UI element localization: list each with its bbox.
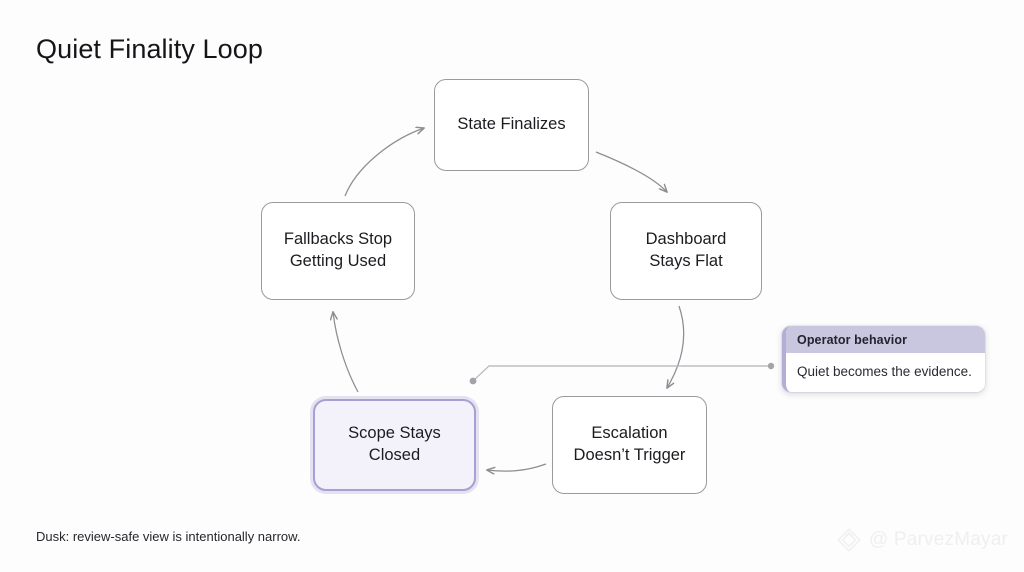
callout-header: Operator behavior	[786, 326, 985, 353]
node-state-finalizes[interactable]: State Finalizes	[434, 79, 589, 171]
callout-body: Quiet becomes the evidence.	[786, 353, 985, 392]
edge-dashboard-to-escalation	[667, 305, 685, 388]
page-title: Quiet Finality Loop	[36, 34, 264, 64]
node-scope-stays-closed[interactable]: Scope Stays Closed	[313, 399, 476, 491]
node-escalation-doesnt-trigger[interactable]: Escalation Doesn’t Trigger	[552, 396, 707, 494]
edge-escalation-to-scope	[487, 463, 547, 471]
watermark: @ ParvezMayar	[836, 527, 1008, 553]
footer-caption: Dusk: review-safe view is intentionally …	[36, 529, 301, 544]
edge-fallbacks-to-state	[344, 128, 424, 197]
edge-scope-to-fallbacks	[333, 312, 359, 393]
node-fallbacks-stop-getting-used[interactable]: Fallbacks Stop Getting Used	[261, 202, 415, 300]
callout-leader-dot-end	[767, 362, 775, 370]
diamond-logo-icon	[837, 528, 861, 552]
callout-leader-dot-start	[469, 377, 477, 385]
node-dashboard-stays-flat[interactable]: Dashboard Stays Flat	[610, 202, 762, 300]
operator-behavior-callout[interactable]: Operator behavior Quiet becomes the evid…	[782, 326, 985, 392]
watermark-handle: @ ParvezMayar	[868, 529, 1008, 550]
callout-leader-line	[473, 365, 770, 381]
edge-state-to-dashboard	[595, 151, 667, 192]
